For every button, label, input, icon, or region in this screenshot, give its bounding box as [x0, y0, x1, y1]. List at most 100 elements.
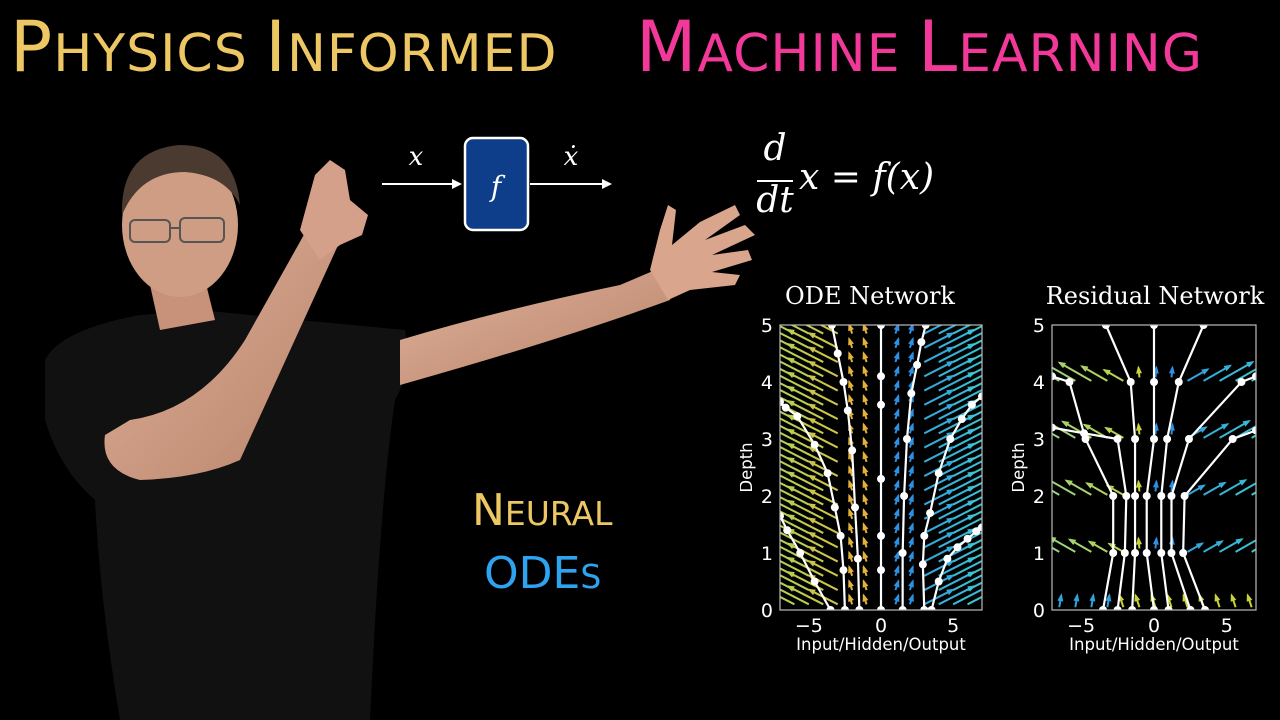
trajectory-point: [830, 503, 839, 512]
trajectory-point: [1080, 429, 1089, 438]
trajectory-point: [836, 531, 845, 540]
page-title: PHYSICS INFORMED MACHINE LEARNING: [0, 6, 1280, 96]
ode-network-title: ODE Network: [785, 282, 955, 310]
trajectory-point: [902, 435, 911, 443]
trajectory-point: [926, 509, 935, 518]
trajectory-point: [855, 606, 864, 610]
trajectory-line: [830, 325, 861, 610]
trajectory-point: [1065, 378, 1074, 386]
trajectory-point: [953, 543, 962, 552]
trajectory-point: [823, 469, 832, 478]
subtitle-neural-initial: N: [472, 485, 505, 536]
function-box: [463, 136, 530, 232]
trajectory-point: [1150, 378, 1158, 386]
trajectory-line: [1104, 325, 1137, 610]
trajectory-point: [1113, 435, 1122, 443]
presenter-figure: [45, 145, 755, 720]
trajectory-point: [1167, 492, 1176, 500]
trajectory-point: [793, 412, 802, 421]
subtitle-odes: ODES: [484, 548, 601, 599]
y-axis-label: Depth: [740, 442, 756, 492]
y-tick-label: 3: [1033, 429, 1045, 451]
trajectory-point: [921, 325, 930, 329]
trajectory-point: [826, 606, 835, 610]
trajectory-point: [1052, 372, 1056, 381]
trajectory-point: [1237, 378, 1246, 386]
right-hand: [650, 205, 755, 300]
trajectory-point: [1113, 606, 1122, 610]
y-tick-label: 5: [761, 315, 773, 337]
trajectory-point: [1163, 435, 1172, 443]
trajectory-point: [1126, 378, 1135, 386]
trajectory-point: [781, 403, 790, 412]
left-hand: [300, 160, 368, 260]
title-initial-i: I: [265, 6, 287, 88]
y-tick-label: 2: [761, 486, 773, 508]
x-tick-label: 5: [947, 615, 959, 637]
trajectory-point: [1180, 492, 1189, 500]
x-tick-label: 5: [1221, 615, 1233, 637]
trajectory-point: [967, 400, 976, 409]
right-arm: [400, 268, 670, 385]
title-initial-m: M: [636, 6, 698, 88]
trajectory-point: [1142, 492, 1151, 500]
trajectory-point: [1150, 606, 1158, 610]
trajectory-point: [848, 446, 857, 455]
y-tick-label: 1: [1033, 543, 1045, 565]
trajectory-point: [1150, 325, 1158, 329]
trajectory-point: [934, 577, 943, 586]
x-axis-label: Input/Hidden/Output: [796, 635, 966, 654]
trajectory-point: [827, 325, 836, 329]
trajectory-point: [927, 606, 936, 610]
trajectory-point: [943, 554, 952, 563]
trajectory-point: [1131, 549, 1140, 557]
trajectory-point: [810, 577, 819, 586]
trajectory-point: [1142, 549, 1151, 557]
trajectory-point: [972, 527, 981, 536]
trajectory-point: [877, 372, 885, 381]
trajectory-point: [978, 523, 982, 532]
plot-frame: [1051, 324, 1257, 611]
trajectory-point: [1052, 423, 1056, 432]
trajectory-point: [877, 474, 885, 483]
trajectory-point: [877, 400, 885, 409]
x-tick-label: −5: [795, 615, 823, 637]
y-tick-label: 5: [1033, 315, 1045, 337]
trajectory-point: [839, 566, 848, 575]
x-tick-label: 0: [875, 615, 887, 637]
subtitle-odes-suffix: S: [580, 557, 602, 596]
trajectory-point: [1122, 492, 1131, 500]
trajectory-point: [833, 349, 842, 358]
trajectory-point: [1109, 549, 1118, 557]
y-tick-label: 4: [1033, 372, 1045, 394]
residual-network-title: Residual Network: [1045, 282, 1265, 310]
trajectory-point: [796, 549, 805, 557]
y-axis-label: Depth: [1012, 442, 1028, 492]
ode-equation: d dt x = f(x): [755, 128, 965, 228]
trajectory-point: [1167, 549, 1176, 557]
input-arrow-head-icon: [452, 179, 462, 189]
trajectory-point: [1199, 325, 1208, 329]
trajectory-point: [877, 325, 885, 329]
trajectory-point: [783, 526, 792, 535]
block-diagram: x f ẋ: [382, 136, 612, 232]
trajectory-point: [900, 492, 909, 500]
trajectory-point: [978, 392, 982, 401]
trajectory-point: [946, 435, 955, 443]
trajectory-point: [1157, 492, 1166, 500]
hair: [121, 145, 240, 215]
trajectory-point: [1099, 606, 1107, 610]
trajectory-point: [1252, 372, 1256, 381]
y-tick-label: 0: [761, 600, 773, 622]
trajectory-point: [1120, 549, 1129, 557]
output-label: ẋ: [564, 142, 579, 172]
trajectory-point: [1174, 378, 1183, 386]
subtitle-neural: NEURAL: [472, 485, 612, 536]
y-tick-label: 1: [761, 543, 773, 565]
trajectory-point: [1157, 549, 1166, 557]
title-machine-learning: MACHINE LEARNING: [636, 6, 1203, 88]
trajectory-point: [877, 566, 885, 575]
